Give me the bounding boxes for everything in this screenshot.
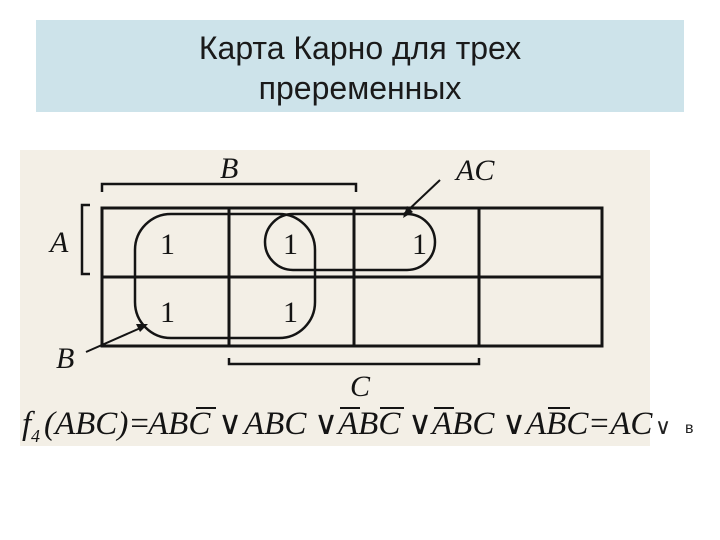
boolean-formula: f 4 (ABC)= ABC ∨ ABC ∨ ABC ∨ ABC ∨ ABC =…	[22, 402, 662, 446]
formula-svg: f 4 (ABC)= ABC ∨ ABC ∨ ABC ∨ ABC ∨ ABC =…	[22, 406, 653, 446]
kmap-cell-r0-c0: 1	[160, 228, 175, 261]
b-top-bracket	[100, 182, 358, 192]
karnaugh-map-figure: B AC A B C 1 1 1 1 1	[48, 152, 604, 403]
group-ac-loop	[263, 212, 437, 272]
formula-or-2: ∨	[314, 406, 338, 442]
formula-or-3: ∨	[408, 406, 432, 442]
title-line-2: преременных	[258, 70, 462, 106]
label-ac: AC	[454, 154, 495, 187]
trailing-b-letter: в	[685, 420, 694, 437]
label-b-top: B	[220, 152, 238, 185]
formula-term-1: ABC	[146, 406, 211, 442]
formula-term-2: ABC	[242, 406, 307, 442]
a-left-bracket	[80, 203, 90, 276]
formula-result: =AC	[588, 406, 653, 442]
c-bottom-bracket	[227, 358, 481, 366]
formula-args: (ABC)=	[44, 406, 151, 442]
formula-or-4: ∨	[502, 406, 526, 442]
kmap-cell-r0-c1: 1	[283, 228, 298, 261]
karnaugh-map-scan: B AC A B C 1 1 1 1 1	[20, 150, 650, 446]
b-arrowhead	[136, 324, 148, 332]
slide-title-banner: Карта Карно для трех преременных	[36, 20, 684, 112]
slide-title: Карта Карно для трех преременных	[36, 28, 684, 108]
label-a: A	[48, 226, 69, 259]
label-b-bottom: B	[56, 342, 74, 375]
group-b-loop	[133, 212, 317, 340]
ac-arrowhead	[403, 206, 413, 218]
formula-term-4: ABC	[430, 406, 495, 442]
formula-term-3: ABC	[336, 406, 401, 442]
label-c: C	[350, 370, 371, 403]
formula-or-1: ∨	[218, 406, 242, 442]
b-arrow	[85, 325, 146, 353]
trailing-or-symbol: ∨	[655, 414, 672, 439]
title-line-1: Карта Карно для трех	[198, 30, 522, 66]
kmap-cell-r0-c2: 1	[412, 228, 427, 261]
kmap-cell-r1-c1: 1	[283, 296, 298, 329]
formula-subscript: 4	[31, 426, 40, 446]
kmap-cell-r1-c0: 1	[160, 296, 175, 329]
formula-term-5: ABC	[524, 406, 589, 442]
